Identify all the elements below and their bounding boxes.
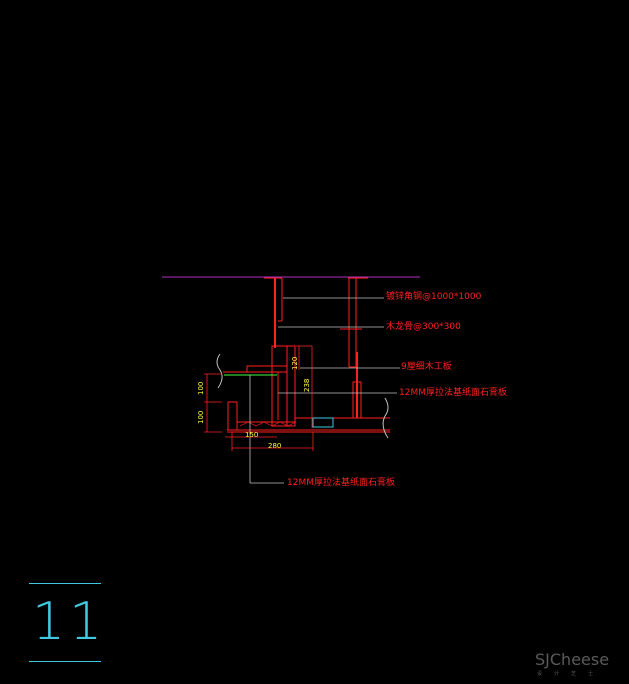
watermark-subtitle: 设计芝士 bbox=[537, 671, 606, 677]
watermark-logo: SJCheese bbox=[535, 650, 610, 669]
annotation-angle-steel: 镀锌角钢@1000*1000 bbox=[386, 292, 482, 302]
sheet-frame-bottom bbox=[29, 661, 101, 662]
light-fixture bbox=[312, 417, 334, 428]
dimension-lines bbox=[204, 345, 314, 451]
annotation-wood-keel: 木龙骨@300*300 bbox=[386, 322, 461, 332]
leader-lines bbox=[249, 297, 400, 484]
sheet-frame-top bbox=[29, 583, 101, 584]
break-line-left bbox=[216, 353, 223, 389]
break-line-right bbox=[382, 397, 389, 439]
dimension-120: 120 bbox=[291, 356, 299, 370]
dimension-280: 280 bbox=[268, 442, 282, 450]
dimension-238: 238 bbox=[303, 378, 311, 392]
annotation-wood-board: 9厘细木工板 bbox=[401, 362, 452, 372]
annotation-gypsum-right: 12MM厚拉法基纸面石膏板 bbox=[399, 388, 507, 398]
right-hanger bbox=[340, 277, 368, 419]
dimension-100-upper: 100 bbox=[197, 381, 205, 395]
sheet-number: 11 bbox=[32, 592, 107, 652]
section-profile bbox=[223, 345, 390, 433]
dimension-150: 150 bbox=[245, 431, 259, 439]
annotation-gypsum-bottom: 12MM厚拉法基纸面石膏板 bbox=[287, 478, 395, 488]
left-hanger bbox=[264, 277, 283, 348]
dimension-100-lower: 100 bbox=[197, 410, 205, 424]
